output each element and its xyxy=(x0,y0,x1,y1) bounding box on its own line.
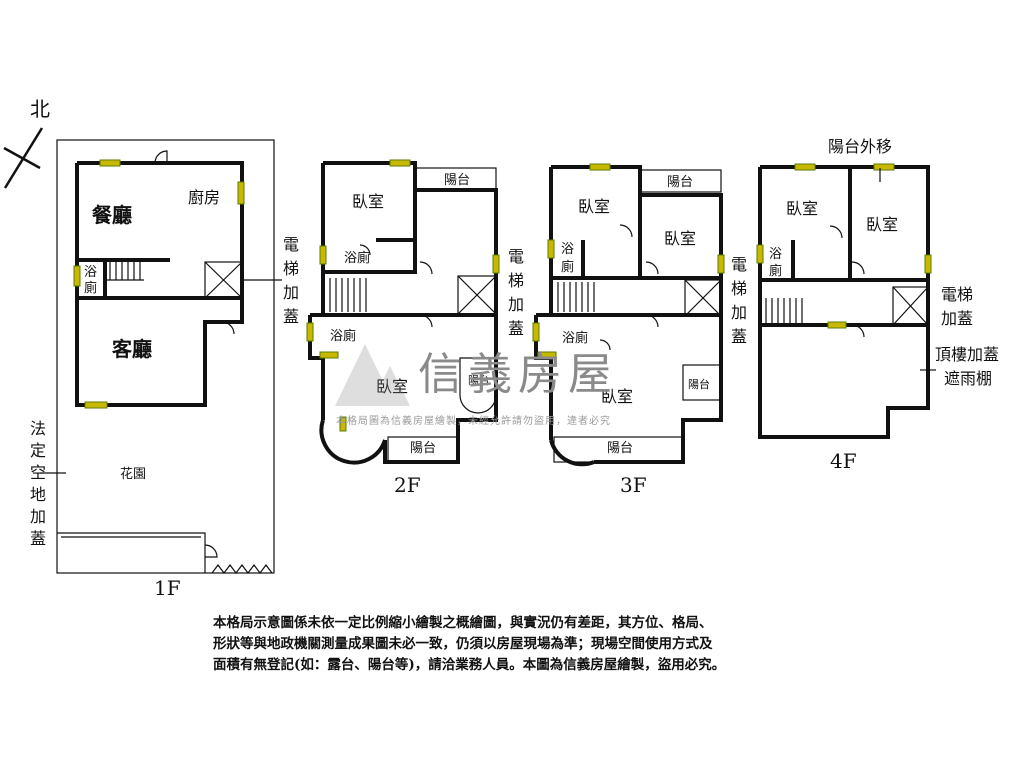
floor-3f: 臥室 陽台 臥室 浴 廁 浴廁 臥室 陽台 陽台 電 梯 加 蓋 3F xyxy=(532,163,747,497)
floor-title-2f: 2F xyxy=(394,473,421,497)
room-bedroom-3f-main: 臥室 xyxy=(601,387,633,406)
room-balcony-2f-top: 陽台 xyxy=(444,173,470,188)
disclaimer: 本格局示意圖係未依一定比例縮小繪製之概繪圖，與實況仍有差距，其方位、格局、 形狀… xyxy=(213,613,833,676)
note-elevator-4f-1: 加蓋 xyxy=(941,309,973,328)
room-bath-b: 廁 xyxy=(84,280,97,296)
note-elevator-1f-0: 電 xyxy=(283,235,299,254)
room-bath-3f-b: 廁 xyxy=(561,259,574,275)
room-bath-2f-lower: 浴廁 xyxy=(330,328,356,344)
floor-title-4f: 4F xyxy=(830,449,857,473)
room-bath-4f-a: 浴 xyxy=(769,247,782,262)
note-roof-0: 頂樓加蓋 xyxy=(935,345,999,364)
floor-4f: 陽台外移 臥室 臥室 浴 廁 電梯 加蓋 頂樓加蓋 遮雨棚 4F xyxy=(756,137,999,473)
floor-2f: 臥室 浴廁 陽台 浴廁 臥室 陽台 陽台 電 梯 加 蓋 2F xyxy=(306,159,524,497)
note-legal-5: 蓋 xyxy=(30,529,46,548)
room-bath-3f-lower: 浴廁 xyxy=(562,330,588,346)
note-elevator-1f-2: 加 xyxy=(283,283,299,302)
watermark-brand: 信義房屋 xyxy=(418,349,618,400)
note-legal-2: 空 xyxy=(30,463,46,482)
note-legal-1: 定 xyxy=(30,441,46,460)
room-balcony-2f-right: 陽台 xyxy=(468,373,490,387)
floor-title-3f: 3F xyxy=(620,473,647,497)
room-bath-4f-b: 廁 xyxy=(769,263,782,279)
room-bedroom-3f-right: 臥室 xyxy=(664,229,696,248)
floor-1f: 餐廳 廚房 浴 廁 客廳 花園 電 梯 加 蓋 法 定 空 地 加 蓋 1F xyxy=(30,139,299,600)
note-elevator-3f-2: 加 xyxy=(731,303,747,322)
disclaimer-line-3: 面積有無登記(如：露台、陽台等)，請洽業務人員。本圖為信義房屋繪製，盜用必究。 xyxy=(213,657,726,673)
room-balcony-3f-bottom: 陽台 xyxy=(607,441,633,456)
note-balcony-moved: 陽台外移 xyxy=(828,137,892,156)
note-elevator-2f-0: 電 xyxy=(508,247,524,266)
note-legal-4: 加 xyxy=(30,507,46,526)
disclaimer-line-1: 本格局示意圖係未依一定比例縮小繪製之概繪圖，與實況仍有差距，其方位、格局、 xyxy=(213,615,713,631)
note-legal-0: 法 xyxy=(30,419,46,438)
note-elevator-4f-0: 電梯 xyxy=(941,285,973,304)
room-bath-3f-a: 浴 xyxy=(561,242,574,257)
compass-label: 北 xyxy=(30,97,50,121)
room-balcony-3f-top: 陽台 xyxy=(667,175,693,190)
room-bedroom-2f-top: 臥室 xyxy=(352,192,384,211)
note-elevator-2f-3: 蓋 xyxy=(508,319,524,338)
note-elevator-3f-3: 蓋 xyxy=(731,327,747,346)
room-kitchen: 廚房 xyxy=(188,188,220,207)
room-balcony-2f-bottom: 陽台 xyxy=(410,441,436,456)
note-elevator-1f-3: 蓋 xyxy=(283,307,299,326)
note-legal-3: 地 xyxy=(30,485,46,504)
room-bath-a: 浴 xyxy=(84,265,97,280)
note-elevator-3f-0: 電 xyxy=(731,255,747,274)
room-living: 客廳 xyxy=(111,337,152,361)
room-bedroom-3f-left: 臥室 xyxy=(578,197,610,216)
room-dining: 餐廳 xyxy=(92,203,132,227)
watermark-sub: 本格局圖為信義房屋繪製，未經允許請勿盜用，違者必究 xyxy=(336,416,611,427)
note-elevator-1f-1: 梯 xyxy=(283,259,299,278)
floor-title-1f: 1F xyxy=(154,576,181,600)
disclaimer-line-2: 形狀等與地政機關測量成果圖未必一致，仍須以房屋現場為準；現場空間使用方式及 xyxy=(213,636,713,652)
room-bath-2f: 浴廁 xyxy=(344,250,370,266)
area-garden: 花園 xyxy=(120,466,146,482)
site-boundary xyxy=(56,139,275,574)
note-roof-1: 遮雨棚 xyxy=(944,369,992,388)
room-bedroom-4f-left: 臥室 xyxy=(786,199,818,218)
note-elevator-2f-1: 梯 xyxy=(508,271,524,290)
room-bedroom-2f-main: 臥室 xyxy=(376,377,408,396)
note-elevator-3f-1: 梯 xyxy=(731,279,747,298)
room-bedroom-4f-right: 臥室 xyxy=(866,215,898,234)
note-elevator-2f-2: 加 xyxy=(508,295,524,314)
north-compass: 北 xyxy=(3,97,50,189)
room-balcony-3f-right: 陽台 xyxy=(688,377,710,391)
